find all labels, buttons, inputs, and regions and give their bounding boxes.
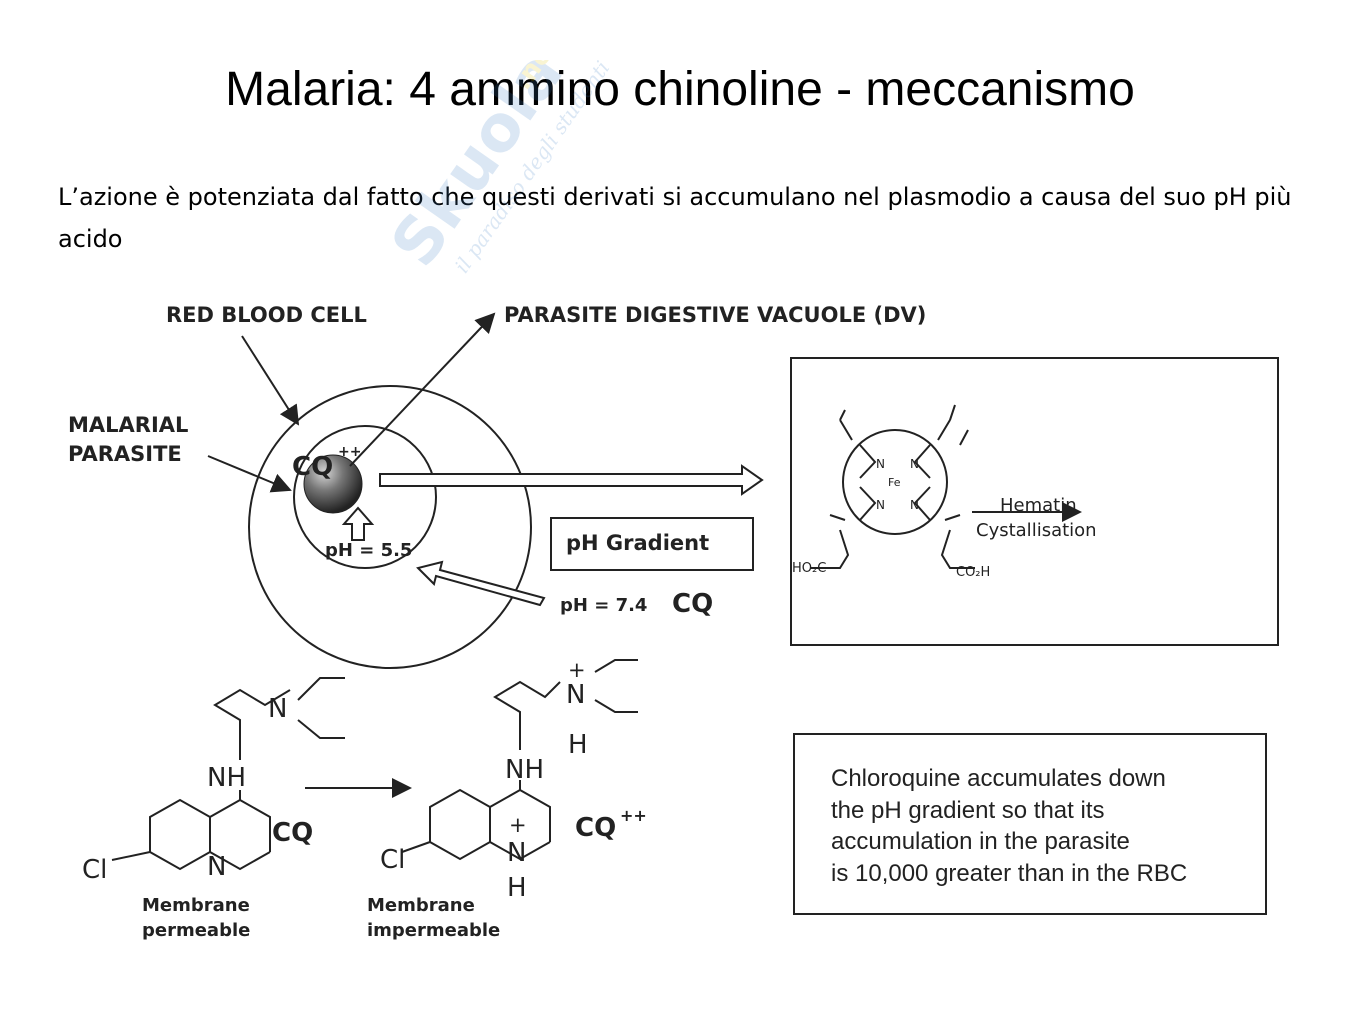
cqpp-amine-plus: + (568, 658, 586, 682)
cqpp-ring-h: H (507, 873, 527, 903)
ph-gradient-label: pH Gradient (566, 531, 710, 555)
slide-title: Malaria: 4 ammino chinoline - meccanismo (225, 63, 1135, 116)
ph-inside-label: pH = 5.5 (325, 540, 413, 561)
malarial-parasite-label-line1: MALARIAL (68, 413, 189, 437)
cq-amine-n: N (268, 694, 288, 724)
cqpp-molecule-label: CQ (575, 813, 617, 843)
cqpp-ring-n: N (507, 838, 527, 868)
hollow-arrow-to-heme (379, 464, 764, 496)
ph-outside-label: pH = 7.4 (560, 595, 648, 616)
heme-acid-right: CO₂H (956, 565, 991, 580)
red-blood-cell-label: RED BLOOD CELL (166, 303, 367, 327)
hematin-label-line2: Cystallisation (976, 520, 1097, 541)
malarial-parasite-label-line2: PARASITE (68, 442, 182, 466)
chloroquine-structure-protonated (401, 659, 638, 861)
cq-nh-label: NH (207, 763, 246, 793)
hollow-arrow-into-vacuole (416, 560, 546, 607)
note-line: accumulation in the parasite (831, 828, 1130, 855)
heme-acid-left: HO₂C (792, 561, 827, 576)
ph-gradient-box: pH Gradient (550, 517, 754, 571)
cq-molecule-label: CQ (272, 818, 314, 848)
heme-panel-box (790, 357, 1279, 646)
membrane-permeable-line1: Membrane (142, 895, 250, 916)
cq-inside-charge: ++ (338, 444, 362, 460)
cqpp-amine-h: H (568, 730, 588, 760)
note-line: Chloroquine accumulates down (831, 765, 1166, 792)
hematin-label-line1: Hematin (1000, 495, 1077, 516)
red-blood-cell-outline (248, 385, 532, 669)
cq-cl-label: Cl (82, 855, 108, 885)
cqpp-molecule-charge: ++ (620, 806, 647, 825)
cq-ring-n: N (207, 852, 227, 882)
dv-pointer-arrow (349, 312, 496, 467)
cq-outside-label: CQ (672, 589, 714, 619)
chloroquine-structure-neutral (111, 677, 345, 871)
digestive-vacuole-label: PARASITE DIGESTIVE VACUOLE (DV) (504, 303, 927, 327)
cqpp-ring-plus: + (509, 813, 527, 837)
cq-inside-label: CQ (292, 452, 334, 482)
note-line: the pH gradient so that its (831, 796, 1105, 824)
slide-subtitle: L’azione è potenziata dal fatto che ques… (58, 183, 1292, 253)
heme-n-label: N (910, 457, 919, 471)
cqpp-nh-label: NH (505, 755, 544, 785)
parasite-pointer-arrow (207, 455, 292, 493)
heme-n-label: N (876, 498, 885, 512)
hollow-arrow-up (341, 506, 375, 541)
digestive-vacuole-outline (293, 425, 437, 569)
chloroquine-note-box: Chloroquine accumulates down the pH grad… (793, 733, 1267, 915)
note-line: is 10,000 greater than in the RBC (831, 859, 1188, 887)
heme-n-label: N (910, 498, 919, 512)
membrane-impermeable-line1: Membrane (367, 895, 475, 916)
membrane-permeable-line2: permeable (142, 920, 251, 941)
heme-structure (810, 404, 1082, 569)
membrane-impermeable-line2: impermeable (367, 920, 501, 941)
malarial-parasite-sphere (303, 454, 363, 514)
heme-fe-label: Fe (888, 476, 901, 489)
cqpp-cl-label: Cl (380, 845, 406, 875)
rbc-pointer-arrow (241, 335, 300, 426)
cqpp-amine-n: N (566, 680, 586, 710)
heme-n-label: N (876, 457, 885, 471)
